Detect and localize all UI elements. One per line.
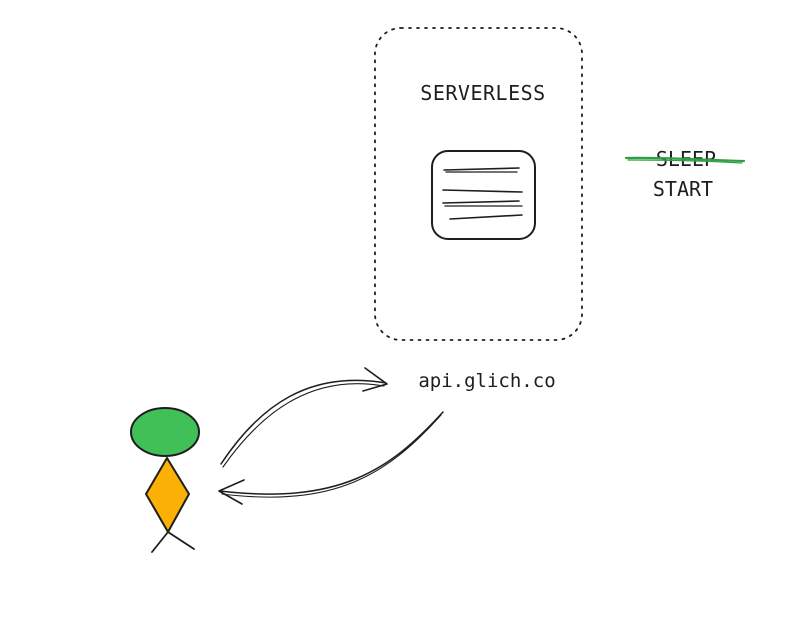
serverless-label: SERVERLESS xyxy=(420,81,545,105)
start-label: START xyxy=(653,177,713,201)
serverless-container: SERVERLESS xyxy=(374,27,583,341)
user-figure xyxy=(130,407,200,553)
request-arrow xyxy=(220,367,388,468)
user-head xyxy=(130,407,200,457)
state-labels: SLEEP START xyxy=(624,147,746,201)
response-arrow xyxy=(218,411,444,505)
document-icon xyxy=(431,150,536,240)
user-legs xyxy=(151,531,195,553)
endpoint-label: api.glich.co xyxy=(418,370,555,392)
user-body xyxy=(145,457,190,533)
sleep-strikethrough xyxy=(624,156,746,163)
